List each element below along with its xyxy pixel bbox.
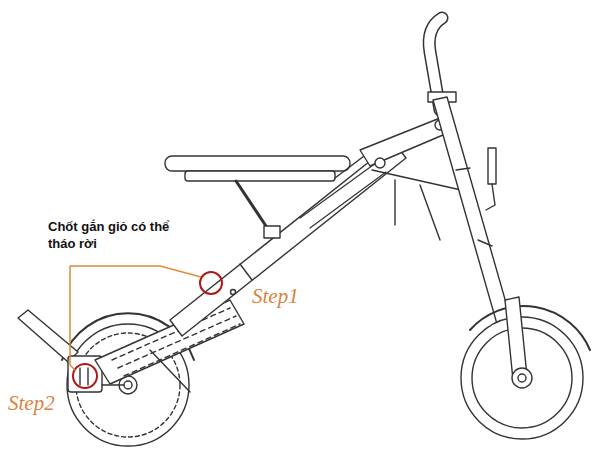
rear-axle: [124, 381, 132, 389]
kickstand: [394, 180, 395, 225]
tube-joint: [240, 264, 252, 280]
column-mark: [456, 168, 470, 170]
hole-row: [112, 308, 230, 360]
fold-slot: [310, 172, 386, 228]
step-label: Step1: [252, 284, 299, 308]
seat-base: [185, 171, 335, 181]
leader-line: [70, 266, 201, 277]
seat-clamp: [264, 226, 280, 238]
frame-strut: [150, 350, 190, 392]
basket-pin: [79, 368, 80, 385]
brake-lever: [488, 148, 496, 184]
highlight-circle: [200, 272, 222, 294]
seat-cushion: [165, 156, 350, 171]
front-fender: [470, 306, 590, 350]
fold-strut: [420, 185, 440, 240]
main-tube: [170, 142, 406, 336]
brake-cable: [486, 184, 495, 210]
fold-link: [360, 118, 450, 166]
seat-post: [236, 181, 270, 232]
fold-joint: [375, 158, 385, 168]
fork-bolt: [478, 240, 492, 246]
fold-slot: [300, 160, 380, 218]
leader-line: [70, 266, 75, 370]
rear-handle: [18, 310, 78, 362]
step-label: Step2: [8, 391, 55, 415]
tube-rivet: [231, 290, 236, 295]
basket-pin: [87, 368, 88, 385]
front-axle: [518, 374, 526, 382]
rear-stay: [102, 384, 124, 385]
highlight-circle: [73, 364, 97, 388]
callout-text: Chốt gắn giỏ có thể tháo rời: [48, 218, 196, 252]
front-hub: [512, 368, 532, 388]
